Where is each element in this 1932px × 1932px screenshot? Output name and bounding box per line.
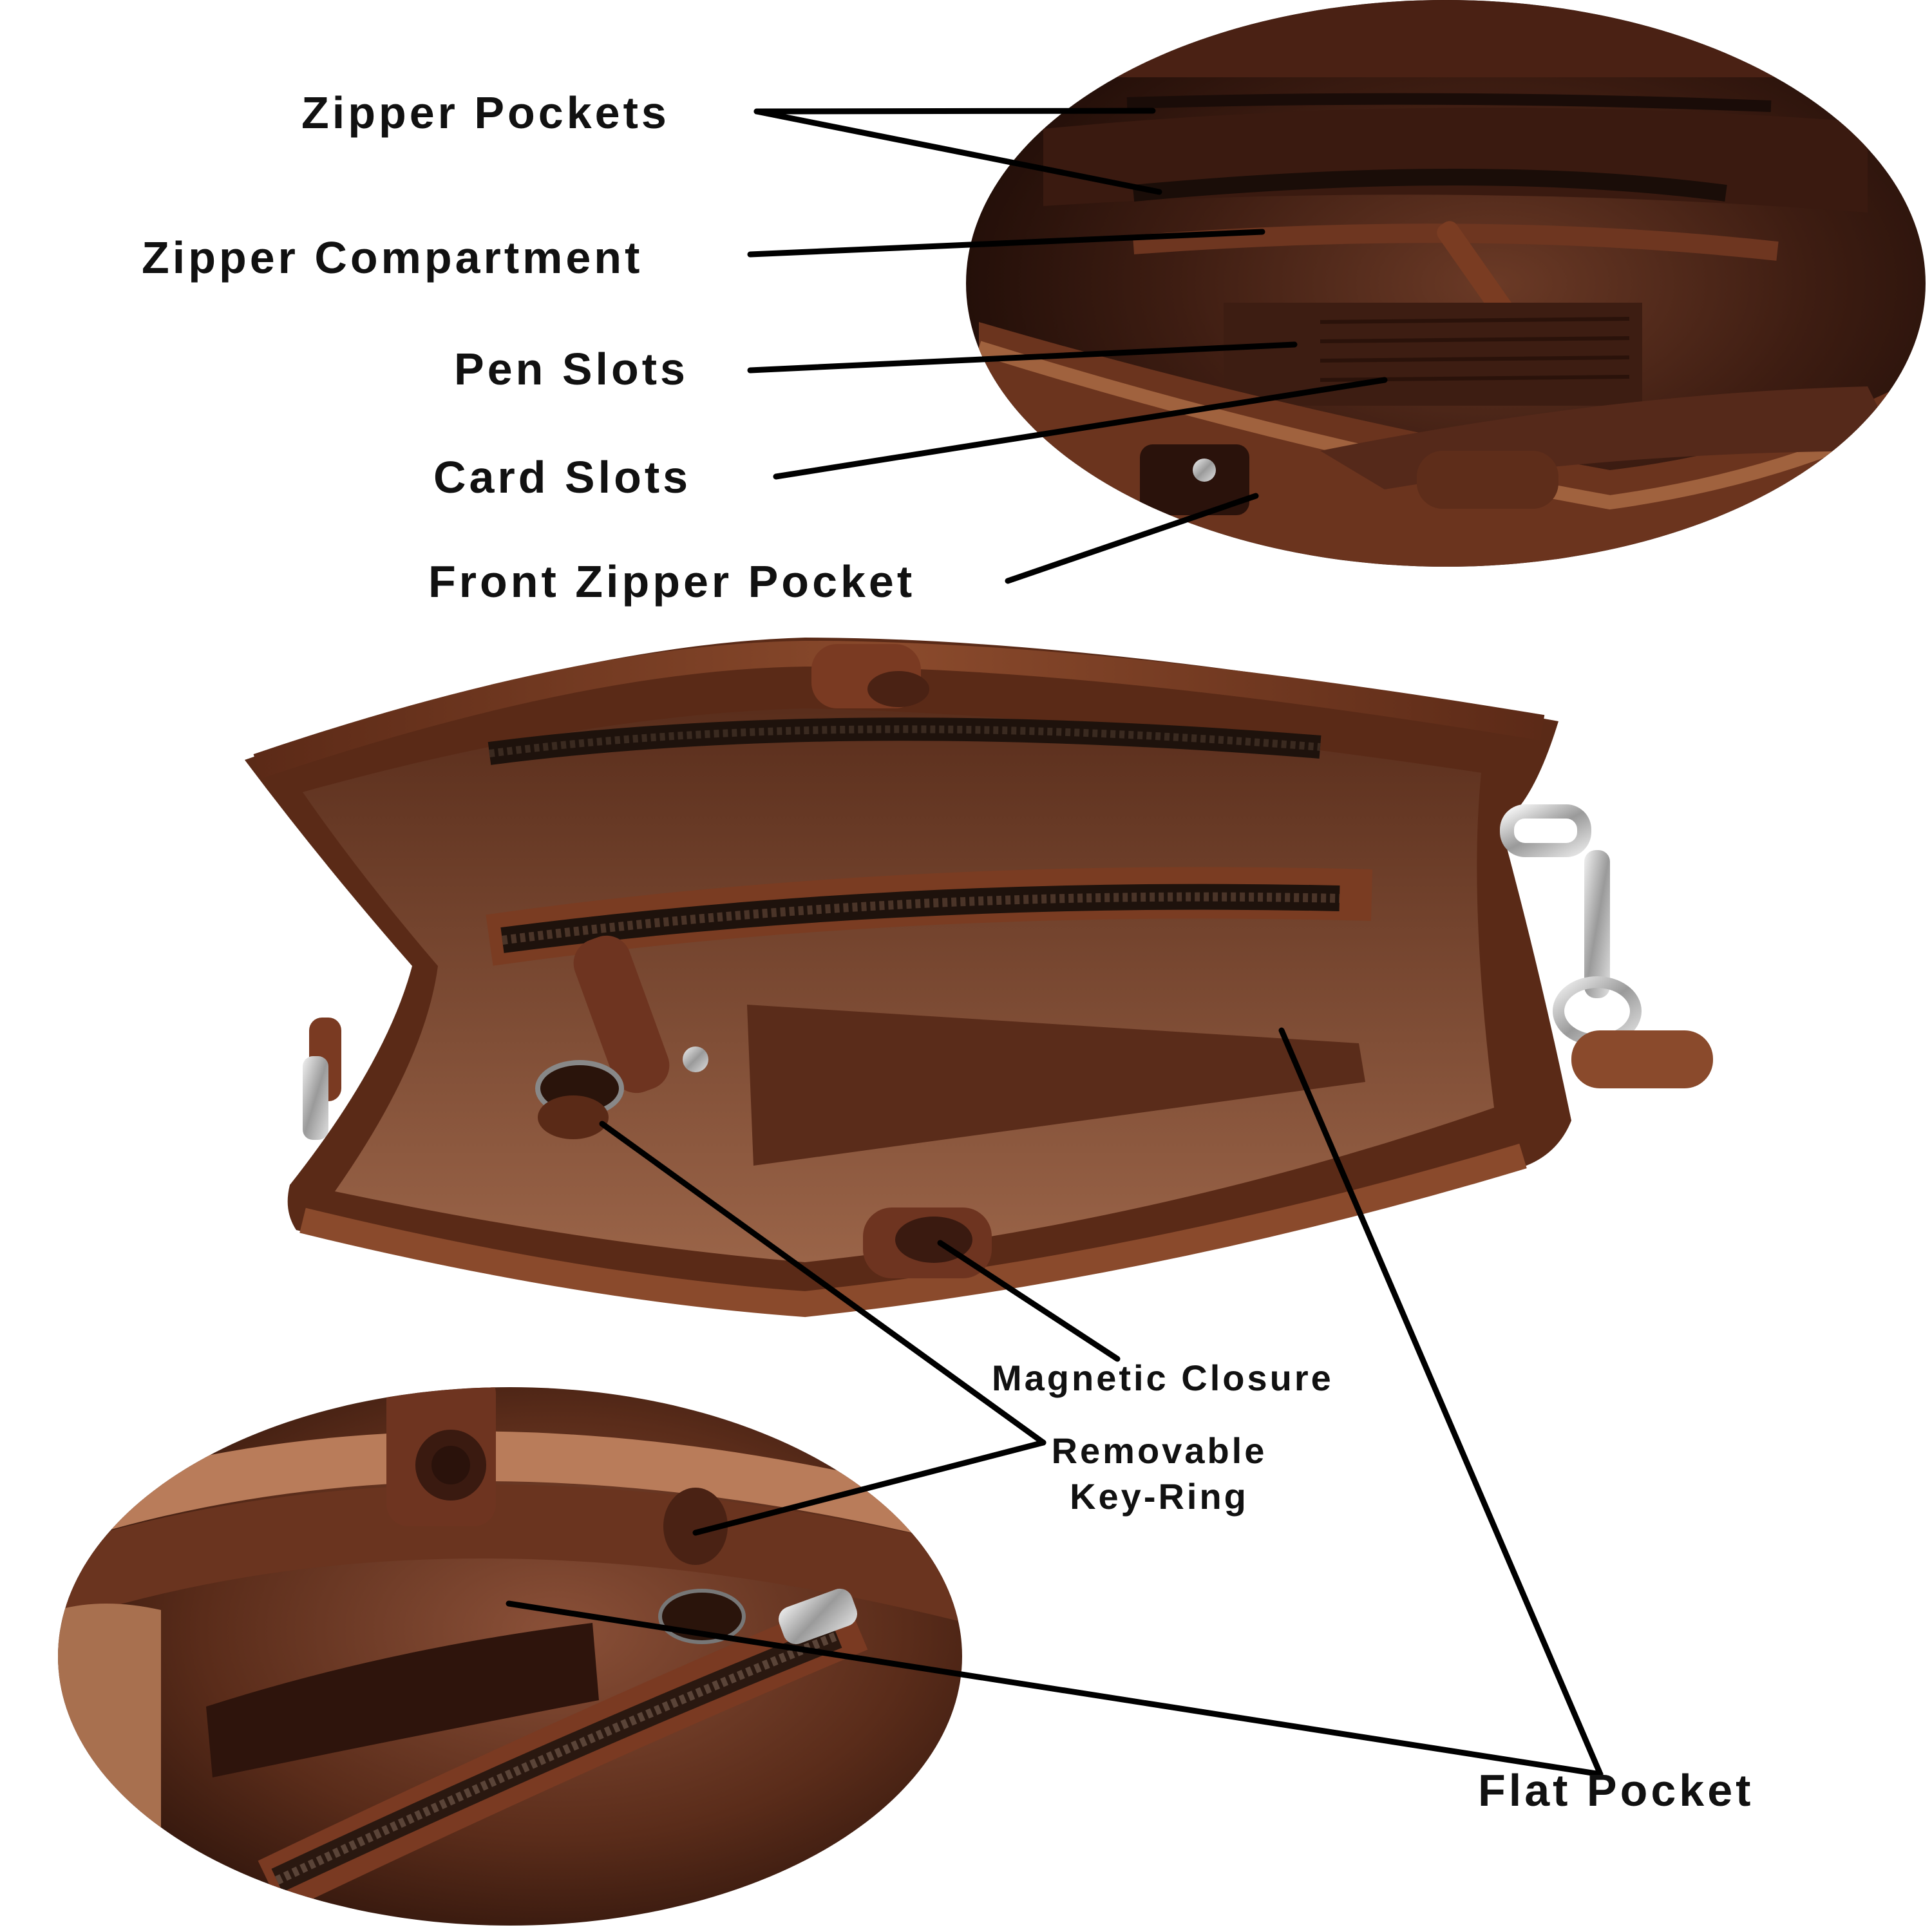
label-zipper-pockets: Zipper Pockets bbox=[301, 88, 670, 138]
bottom-inset-photo bbox=[58, 1387, 962, 1926]
label-magnetic-closure: Magnetic Closure bbox=[992, 1358, 1334, 1398]
leader-key-ring-2 bbox=[692, 1439, 1046, 1536]
main-bag-photo bbox=[245, 638, 1713, 1318]
label-pen-slots: Pen Slots bbox=[454, 344, 688, 394]
leader-pen-slots bbox=[747, 341, 1298, 374]
leader-zipper-compartment bbox=[747, 229, 1265, 258]
top-inset-photo bbox=[966, 0, 1926, 567]
leader-flat-pocket-2 bbox=[506, 1600, 1604, 1777]
leader-card-slots bbox=[773, 377, 1388, 480]
label-flat-pocket: Flat Pocket bbox=[1478, 1765, 1754, 1815]
leader-lines bbox=[506, 108, 1604, 1777]
leader-zipper-pockets-2 bbox=[753, 108, 1162, 195]
label-card-slots: Card Slots bbox=[433, 452, 692, 502]
leader-front-zipper-pocket bbox=[1005, 493, 1259, 584]
label-zipper-compartment: Zipper Compartment bbox=[142, 232, 643, 283]
label-key-ring: Key-Ring bbox=[1070, 1476, 1249, 1517]
leader-magnetic-closure bbox=[937, 1240, 1121, 1362]
leader-flat-pocket-1 bbox=[1278, 1027, 1604, 1777]
label-removable: Removable bbox=[1051, 1430, 1267, 1471]
leader-key-ring-1 bbox=[599, 1121, 1046, 1446]
label-front-zipper-pocket: Front Zipper Pocket bbox=[428, 556, 916, 607]
